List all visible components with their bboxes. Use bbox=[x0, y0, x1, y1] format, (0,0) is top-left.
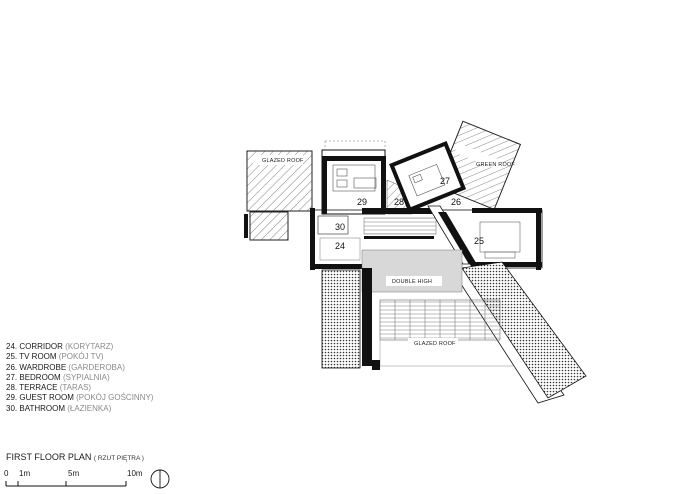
glazed-roof-bottom bbox=[379, 299, 515, 367]
label-double-high: DOUBLE HIGH bbox=[392, 279, 432, 285]
plan-title: FIRST FLOOR PLAN ( RZUT PIĘTRA ) bbox=[6, 452, 144, 462]
scale-label-5m: 5m bbox=[68, 469, 80, 478]
room-number-27: 27 bbox=[440, 176, 450, 186]
double-high-void bbox=[361, 249, 463, 293]
legend-item: 27. BEDROOM (SYPIALNIA) bbox=[6, 372, 110, 382]
room-legend: 24. CORRIDOR (KORYTARZ) 25. TV ROOM (POK… bbox=[6, 342, 153, 414]
plan-title-main: FIRST FLOOR PLAN bbox=[6, 452, 92, 462]
scale-label-1m: 1m bbox=[19, 469, 31, 478]
glazed-roof-top bbox=[244, 150, 313, 241]
label-green-roof: GREEN ROOF bbox=[476, 162, 515, 168]
room-number-25: 25 bbox=[474, 236, 484, 246]
area-labels: GLAZED ROOF GREEN ROOF DOUBLE HIGH GLAZE… bbox=[262, 158, 515, 347]
plan-title-sub: ( RZUT PIĘTRA ) bbox=[93, 455, 144, 462]
room-numbers: 24 25 26 27 28 29 30 bbox=[335, 176, 484, 251]
north-arrow-icon bbox=[150, 469, 170, 489]
bedroom-block bbox=[389, 140, 467, 213]
room-number-30: 30 bbox=[335, 222, 345, 232]
scale-label-10m: 10m bbox=[127, 469, 143, 478]
left-glazed-strip bbox=[321, 268, 380, 370]
label-glazed-roof-top: GLAZED ROOF bbox=[262, 158, 304, 164]
scale-bar bbox=[5, 481, 127, 487]
room-number-28: 28 bbox=[394, 197, 404, 207]
scale-label-0: 0 bbox=[4, 469, 9, 478]
room-number-26: 26 bbox=[451, 197, 461, 207]
legend-item: 26. WARDROBE (GARDEROBA) bbox=[6, 362, 125, 372]
legend-item: 29. GUEST ROOM (POKÓJ GOŚCINNY) bbox=[6, 393, 154, 403]
label-glazed-roof-bottom: GLAZED ROOF bbox=[414, 341, 456, 347]
room-number-29: 29 bbox=[357, 197, 367, 207]
glazed-roof-diagonal bbox=[461, 261, 587, 399]
legend-item: 28. TERRACE (TARAS) bbox=[6, 383, 92, 393]
room-number-24: 24 bbox=[335, 241, 345, 251]
legend-item: 24. CORRIDOR (KORYTARZ) bbox=[6, 342, 114, 351]
legend-item: 25. TV ROOM (POKÓJ TV) bbox=[6, 352, 104, 362]
guest-room-block bbox=[321, 140, 386, 215]
legend-item: 30. BATHROOM (ŁAZIENKA) bbox=[6, 403, 112, 413]
